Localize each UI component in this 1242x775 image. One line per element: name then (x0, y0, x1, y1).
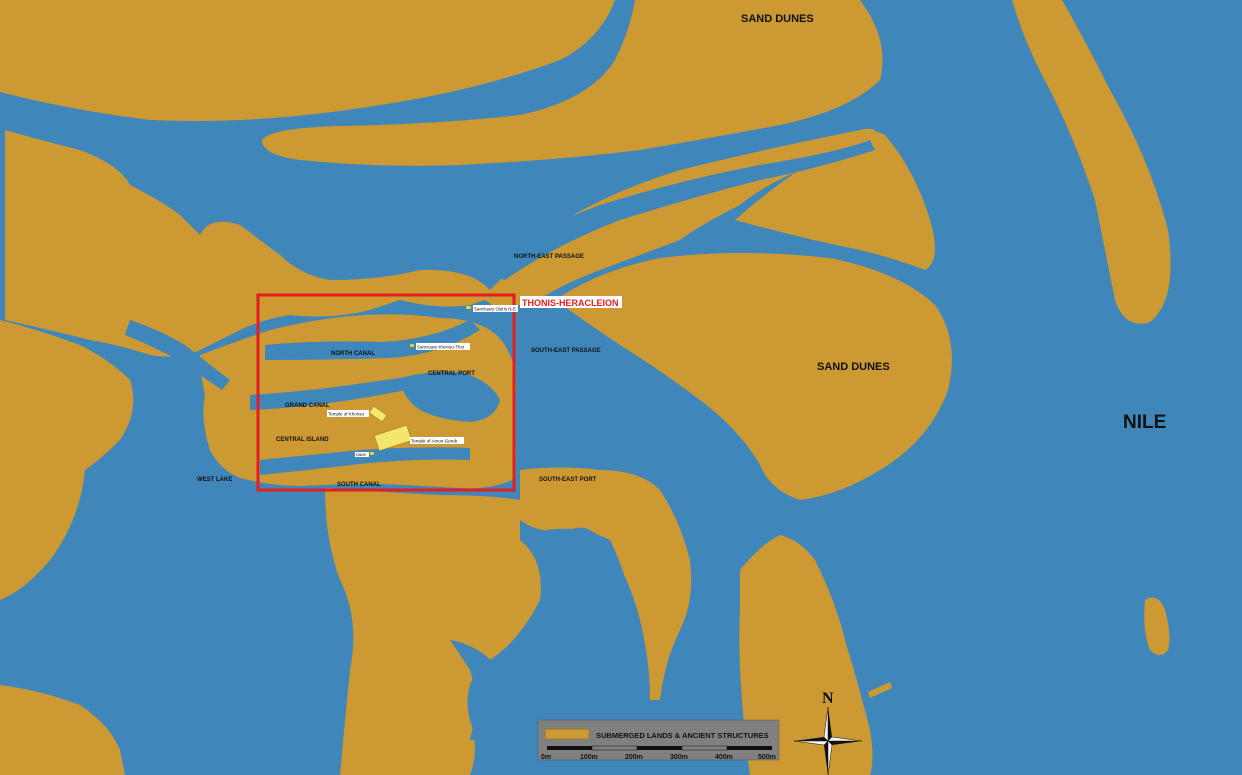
temple-khonsu-label: Temple of Khonsu (328, 412, 365, 417)
temple-amon-structure[interactable] (374, 424, 412, 452)
site-name-tag-bg (520, 296, 622, 308)
land-west-lower (0, 417, 85, 600)
scale-bar-segment-3 (637, 746, 682, 750)
compass-rose: N (793, 690, 863, 775)
channel-north-east-passage (470, 140, 875, 280)
channel-south-inlet (450, 640, 502, 740)
land-south-central (325, 488, 541, 775)
compass-north-label: N (822, 690, 834, 707)
north-canal-label: NORTH CANAL (331, 351, 375, 357)
land-sand-dunes-north (262, 0, 883, 166)
scale-bar-segment-5 (727, 746, 772, 750)
legend-background (537, 719, 780, 761)
land-central-north (5, 128, 879, 357)
ancient-structures (368, 305, 472, 456)
small-structure[interactable] (369, 451, 375, 456)
sanctuary-khonsu-thot-label: Sanctuary Khonsu-Thot (417, 345, 465, 350)
south-east-passage-label: SOUTH-EAST PASSAGE (531, 348, 601, 354)
small-structure-label: naos (356, 452, 367, 457)
channel-south-canal (260, 447, 470, 475)
legend-swatch (544, 728, 590, 740)
south-canal-label: SOUTH CANAL (337, 482, 381, 488)
site-name-label[interactable]: THONIS-HERACLEION (522, 298, 619, 308)
scale-label-100: 100m (580, 754, 598, 761)
grand-canal-label: GRAND CANAL (285, 403, 330, 409)
channel-central-port-basin (400, 371, 500, 422)
land-south-east-port (520, 467, 692, 700)
map-legend: SUBMERGED LANDS & ANCIENT STRUCTURES 0m … (537, 719, 780, 761)
central-port-label: CENTRAL PORT (428, 371, 475, 377)
pier-east (868, 682, 892, 698)
sand-dunes-north-label: SAND DUNES (741, 13, 814, 25)
north-east-passage-label: NORTH-EAST PASSAGE (514, 254, 584, 260)
sand-dunes-east-label: SAND DUNES (817, 361, 890, 373)
west-lake-label: WEST LAKE (197, 477, 232, 483)
scale-label-400: 400m (715, 754, 733, 761)
channel-grand-canal (250, 372, 445, 410)
sanctuary-osiris-structure[interactable] (465, 305, 472, 310)
sanctuary-khonsu-thot-tag-bg (416, 343, 470, 350)
land-small-island (1144, 597, 1170, 655)
scale-label-500: 500m (758, 754, 776, 761)
scale-label-300: 300m (670, 754, 688, 761)
land-south-west-corner (0, 685, 125, 775)
temple-khonsu-tag-bg (327, 410, 369, 417)
channel-west-inlet (125, 320, 230, 390)
land-west-mid (0, 320, 134, 470)
temple-amon-label: Temple of Amon-Gereb (411, 439, 458, 444)
scale-bar-segment-2 (591, 745, 638, 751)
channel-south-east-port-basin (545, 528, 632, 690)
channels (125, 140, 875, 740)
sanctuary-khonsu-thot-structure[interactable] (409, 343, 415, 348)
scale-bar-segment-4 (681, 745, 728, 751)
small-structure-tag-bg (355, 452, 369, 457)
thonis-heracleion-highlight-box[interactable] (256, 293, 516, 492)
land-north-east-strip (1012, 0, 1171, 324)
central-island-label: CENTRAL ISLAND (276, 437, 329, 443)
sanctuary-osiris-tag-bg (473, 305, 518, 312)
land-east-tongue (735, 132, 935, 270)
land-sand-dunes-east (555, 253, 952, 500)
legend-title: SUBMERGED LANDS & ANCIENT STRUCTURES (596, 731, 769, 740)
temple-amon-tag-bg (410, 437, 464, 444)
scale-bar-segment-1 (547, 746, 592, 750)
scale-label-200: 200m (625, 754, 643, 761)
temple-khonsu-structure[interactable] (368, 405, 388, 423)
south-east-port-label: SOUTH-EAST PORT (539, 477, 597, 483)
sanctuary-osiris-label: Sanctuary Osiris N-E (474, 307, 516, 312)
land-north-west (0, 0, 615, 121)
scale-label-0: 0m (541, 754, 551, 761)
compass-star-icon (793, 706, 863, 775)
land-masses (0, 0, 1171, 775)
land-south-east-peninsula (739, 535, 873, 775)
nile-label: NILE (1123, 412, 1166, 433)
